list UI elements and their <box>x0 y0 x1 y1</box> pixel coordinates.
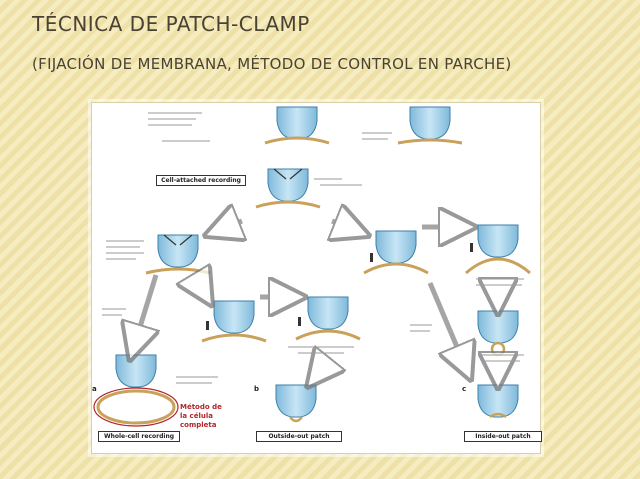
pipette-inside-out <box>477 384 519 419</box>
pipette-outside-out <box>275 384 317 423</box>
pipette-far-right-2 <box>477 310 519 357</box>
stage-markers <box>206 243 473 330</box>
pipette-center-left <box>201 300 267 343</box>
pipette-whole-cell <box>93 354 179 427</box>
label-outside-out: Outside-out patch <box>256 431 342 442</box>
letter-c: c <box>462 385 467 393</box>
letter-a: a <box>92 385 97 393</box>
label-cell-attached: Cell-attached recording <box>156 175 246 186</box>
red-note-line1: Método de <box>180 403 222 411</box>
red-note-line3: completa <box>180 421 217 429</box>
pipette-top-center <box>264 106 330 145</box>
label-whole-cell: Whole-cell recording <box>98 431 180 442</box>
letter-b: b <box>254 385 260 393</box>
pipette-right-mid <box>363 230 429 275</box>
pipette-top-right <box>397 106 463 145</box>
pipette-cell-attached <box>255 168 321 209</box>
diagram-drawing <box>93 106 531 427</box>
annotation-lines <box>102 112 524 384</box>
pipette-center-right <box>295 296 361 341</box>
flow-arrows <box>132 221 498 381</box>
red-note-line2: la célula <box>180 412 213 420</box>
slide-title: TÉCNICA DE PATCH-CLAMP <box>32 12 310 36</box>
patch-clamp-diagram: Cell-attached recording Whole-cell recor… <box>91 102 542 454</box>
slide-subtitle: (FIJACIÓN DE MEMBRANA, MÉTODO DE CONTROL… <box>32 55 512 73</box>
pipette-left-mid <box>145 234 211 275</box>
pipette-far-right-1 <box>465 224 531 275</box>
label-inside-out: Inside-out patch <box>464 431 542 442</box>
